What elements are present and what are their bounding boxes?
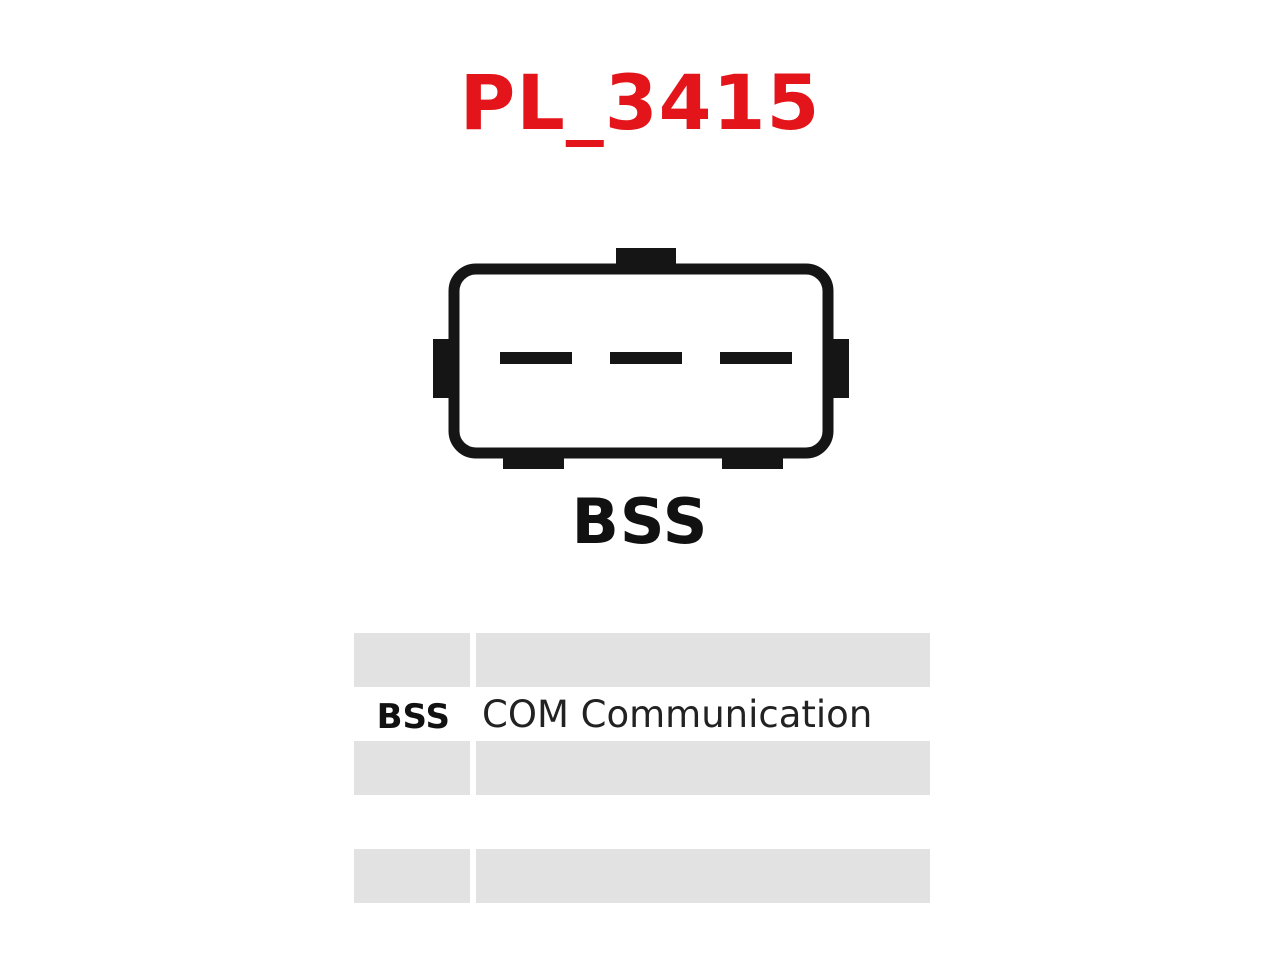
pin-description-cell — [476, 795, 930, 849]
pin-code-cell: BSS — [376, 697, 450, 737]
pin-code-cell — [354, 849, 470, 903]
pin-code-cell — [354, 741, 470, 795]
connector-pin-3 — [720, 352, 792, 364]
part-number-title: PL_3415 — [459, 58, 821, 147]
pin-row — [354, 849, 930, 903]
pin-row — [354, 633, 930, 687]
pin-description-cell — [476, 633, 930, 687]
connector-type-label: BSS — [571, 485, 709, 558]
connector-right-tab — [829, 339, 849, 398]
pin-description-cell — [476, 741, 930, 795]
connector-pin-1 — [500, 352, 572, 364]
pin-row — [354, 795, 930, 849]
connector-pin-2 — [610, 352, 682, 364]
connector-left-tab — [433, 339, 453, 398]
pin-row: BSS COM Communication — [354, 687, 930, 741]
pin-description-cell: COM Communication — [482, 693, 873, 736]
pin-row — [354, 741, 930, 795]
pin-code-cell — [354, 633, 470, 687]
pin-description-cell — [476, 849, 930, 903]
pin-code-cell — [354, 795, 470, 849]
